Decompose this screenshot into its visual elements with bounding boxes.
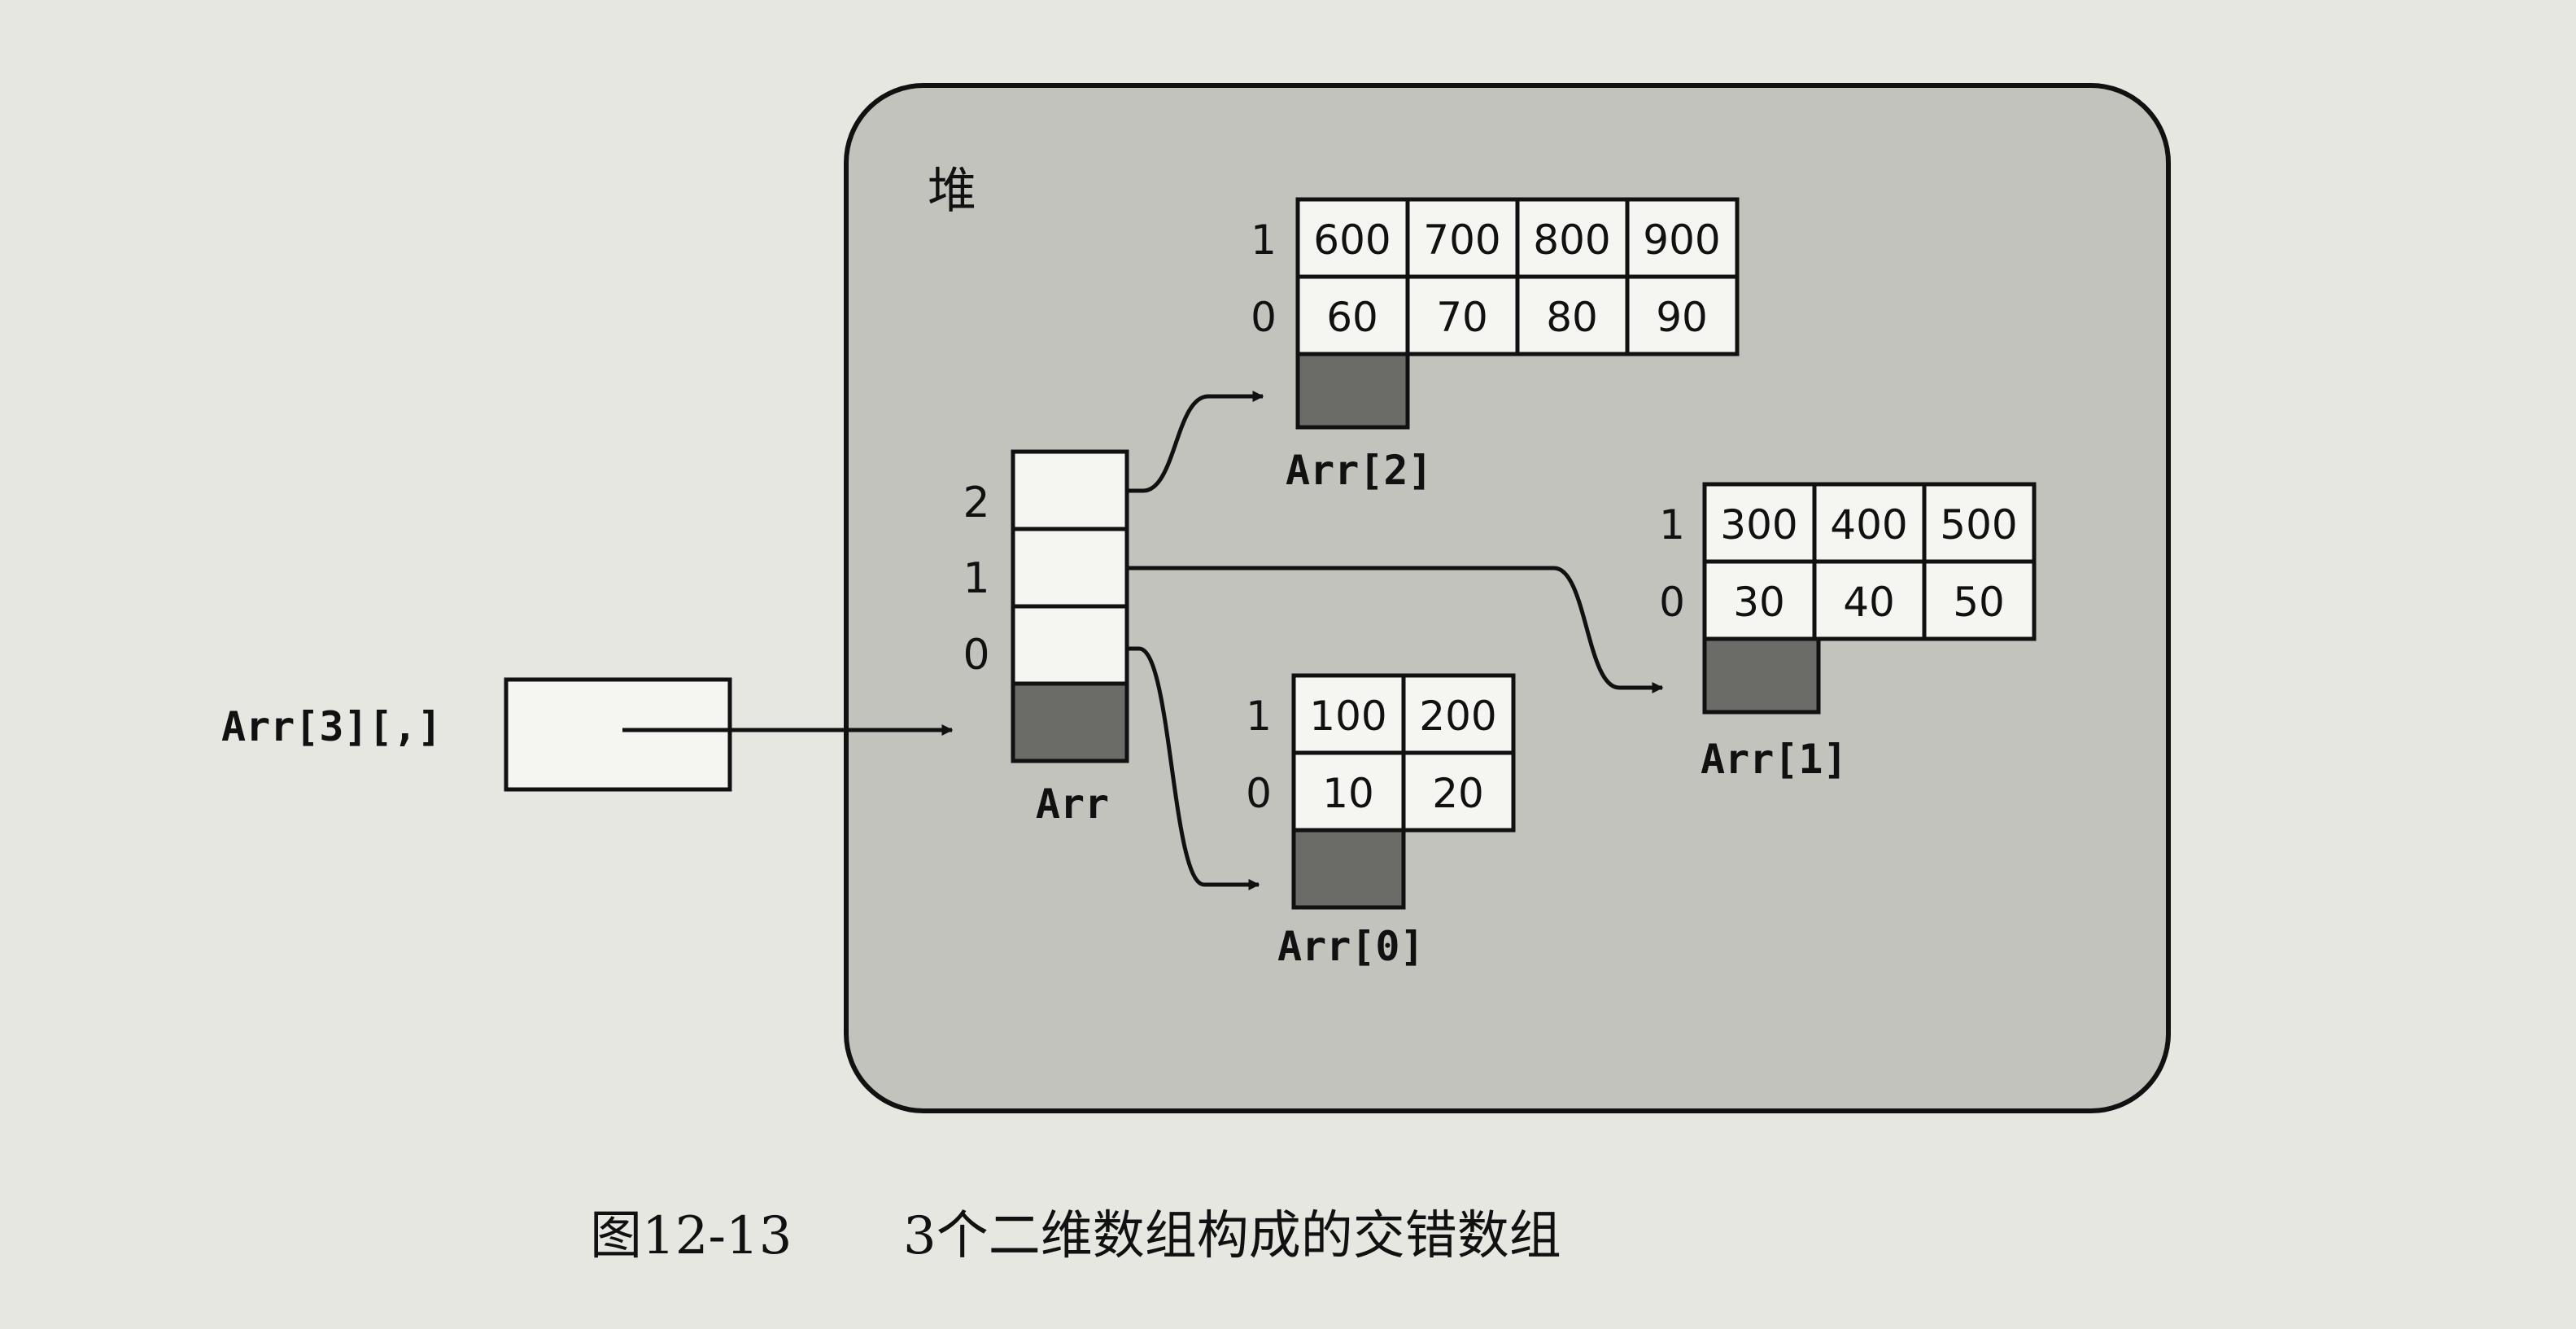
inner-array-0-row-label-1: 1 [1246, 693, 1272, 740]
inner-array-1-header [1702, 636, 1821, 715]
inner-array-2-value: 80 [1546, 294, 1598, 341]
inner-array-1-value: 30 [1733, 579, 1785, 626]
outer-array: 2 1 0 Arr [963, 449, 1129, 828]
inner-array-2-row-label-0: 0 [1251, 294, 1277, 341]
inner-array-2-value: 700 [1423, 216, 1500, 264]
inner-array-2: 1 0 600 700 800 900 60 70 80 90 Arr[2] [1251, 197, 1740, 494]
inner-array-0: 1 0 100 200 10 20 Arr[0] [1246, 673, 1516, 970]
inner-array-1-row-label-0: 0 [1659, 579, 1685, 626]
figure-number: 图12-13 [590, 1206, 792, 1266]
inner-array-1-value: 500 [1940, 501, 2017, 549]
reference-variable-box [504, 677, 732, 792]
reference-variable-label: Arr[3][,] [221, 703, 442, 750]
inner-array-0-row-label-0: 0 [1246, 770, 1272, 817]
outer-array-label: Arr [1036, 780, 1109, 828]
inner-array-1-value: 40 [1843, 579, 1895, 626]
inner-array-1-cell-r0-c0 [1702, 559, 1817, 641]
inner-array-0-value: 20 [1432, 770, 1484, 817]
inner-array-2-value: 60 [1326, 294, 1378, 341]
inner-array-2-name: Arr[2] [1286, 447, 1433, 494]
arrow-slot-1-to-arr1 [1127, 566, 1664, 693]
inner-array-1-value: 50 [1953, 579, 2005, 626]
inner-array-2-value: 90 [1656, 294, 1708, 341]
outer-array-slot-1 [1011, 527, 1129, 609]
inner-array-2-cell-r0-c3 [1625, 274, 1740, 356]
outer-array-index-1: 1 [963, 554, 989, 603]
arrow-slot-2-to-arr2 [1127, 391, 1264, 493]
inner-array-2-value: 800 [1533, 216, 1610, 264]
inner-array-1-value: 300 [1720, 501, 1797, 549]
outer-array-slot-2 [1011, 449, 1129, 531]
outer-array-index-2: 2 [963, 479, 989, 527]
inner-array-0-header [1291, 828, 1406, 910]
inner-array-2-value: 600 [1313, 216, 1391, 264]
inner-array-1-row-label-1: 1 [1659, 501, 1685, 549]
heap-region [844, 83, 2171, 1113]
inner-array-0-value: 200 [1419, 693, 1496, 740]
arrow-slot-0-to-arr0 [1127, 646, 1260, 890]
reference-arrows [622, 391, 1664, 890]
inner-array-1-name: Arr[1] [1701, 736, 1848, 783]
inner-array-1-cell-r0-c1 [1812, 559, 1927, 641]
figure-caption: 3个二维数组构成的交错数组 [903, 1206, 1561, 1266]
heap-label: 堆 [928, 163, 976, 220]
outer-array-slot-0 [1011, 604, 1129, 686]
inner-array-2-cell-r0-c2 [1515, 274, 1630, 356]
inner-array-1-cell-r0-c2 [1922, 559, 2037, 641]
inner-array-0-cell-r0-c1 [1401, 750, 1516, 833]
inner-array-0-value: 100 [1309, 693, 1386, 740]
outer-array-index-0: 0 [963, 631, 989, 680]
inner-array-0-cell-r1-c1 [1401, 673, 1516, 755]
inner-array-1: 1 0 300 400 500 30 40 50 Arr[1] [1659, 482, 2037, 783]
outer-array-header [1011, 681, 1129, 763]
inner-array-0-name: Arr[0] [1277, 923, 1425, 970]
inner-array-1-value: 400 [1830, 501, 1907, 549]
inner-array-2-header [1295, 352, 1410, 430]
inner-array-2-row-label-1: 1 [1251, 216, 1277, 264]
inner-array-0-value: 10 [1322, 770, 1374, 817]
inner-array-2-value: 900 [1643, 216, 1720, 264]
inner-array-2-value: 70 [1436, 294, 1488, 341]
